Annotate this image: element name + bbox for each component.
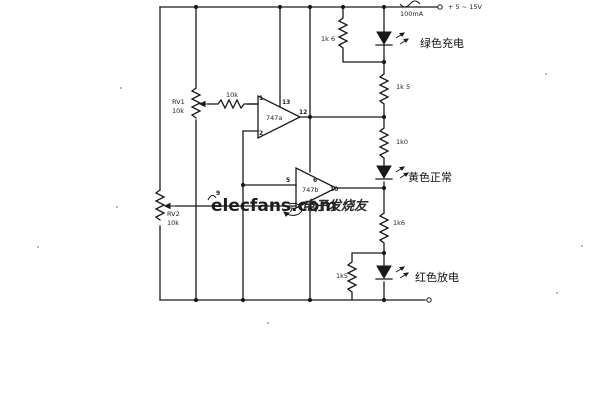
pin-4: 4 bbox=[313, 207, 317, 214]
led-labels: 绿色充电 黄色正常 红色放电 bbox=[408, 36, 464, 284]
rv1-label: RV1 bbox=[172, 98, 185, 106]
led-red bbox=[375, 265, 410, 280]
led-green bbox=[375, 31, 410, 63]
watermark-brand: elecfans.com bbox=[211, 196, 337, 216]
rv2-potentiometer bbox=[154, 189, 215, 221]
opamp1-label: 747a bbox=[266, 114, 282, 122]
led-yellow bbox=[375, 165, 410, 180]
r1k6b-label: 1k6 bbox=[393, 219, 405, 227]
right-ladder bbox=[337, 4, 390, 301]
rv1-value: 10k bbox=[172, 107, 184, 115]
pin-2: 2 bbox=[259, 130, 263, 137]
pin-5: 5 bbox=[286, 177, 290, 184]
left-branch bbox=[159, 4, 199, 301]
led-yellow-label: 黄色正常 bbox=[408, 170, 452, 184]
fuse-label: 100mA bbox=[400, 10, 424, 18]
opamp-747a bbox=[242, 4, 387, 301]
rv2-label: RV2 bbox=[167, 210, 180, 218]
r1k5b-label: 1k5 bbox=[336, 272, 348, 280]
r1k0-label: 1k0 bbox=[396, 138, 408, 146]
top-rail bbox=[159, 0, 443, 10]
watermark: elecfans.com 电子发烧友 bbox=[207, 194, 369, 217]
watermark-cn: 电子发烧友 bbox=[302, 198, 369, 214]
component-labels: + 5 ~ 15V 100mA RV1 10k RV2 10k 10k 1k 6… bbox=[167, 3, 482, 280]
supply-label: + 5 ~ 15V bbox=[448, 3, 482, 11]
pin-7: 7 bbox=[289, 207, 293, 214]
opamp-747b bbox=[213, 4, 387, 301]
bottom-rail bbox=[159, 297, 432, 303]
pin-12: 12 bbox=[299, 109, 307, 116]
led-red-label: 红色放电 bbox=[415, 270, 459, 284]
r-10k bbox=[207, 98, 259, 110]
rv1-potentiometer bbox=[190, 87, 208, 119]
led-green-label: 绿色充电 bbox=[420, 36, 464, 50]
pin-13: 13 bbox=[282, 99, 290, 106]
scan-specks bbox=[37, 73, 583, 324]
rv2-value: 10k bbox=[167, 219, 179, 227]
pin-9: 9 bbox=[216, 190, 220, 197]
opamp2-label: 747b bbox=[302, 186, 319, 194]
r1k5-label: 1k 5 bbox=[396, 83, 410, 91]
pin-1: 1 bbox=[259, 95, 263, 102]
r1k6-label: 1k 6 bbox=[321, 35, 335, 43]
pin-10: 10 bbox=[330, 186, 338, 193]
r10k-label: 10k bbox=[226, 91, 238, 99]
pin-6: 6 bbox=[313, 177, 317, 184]
